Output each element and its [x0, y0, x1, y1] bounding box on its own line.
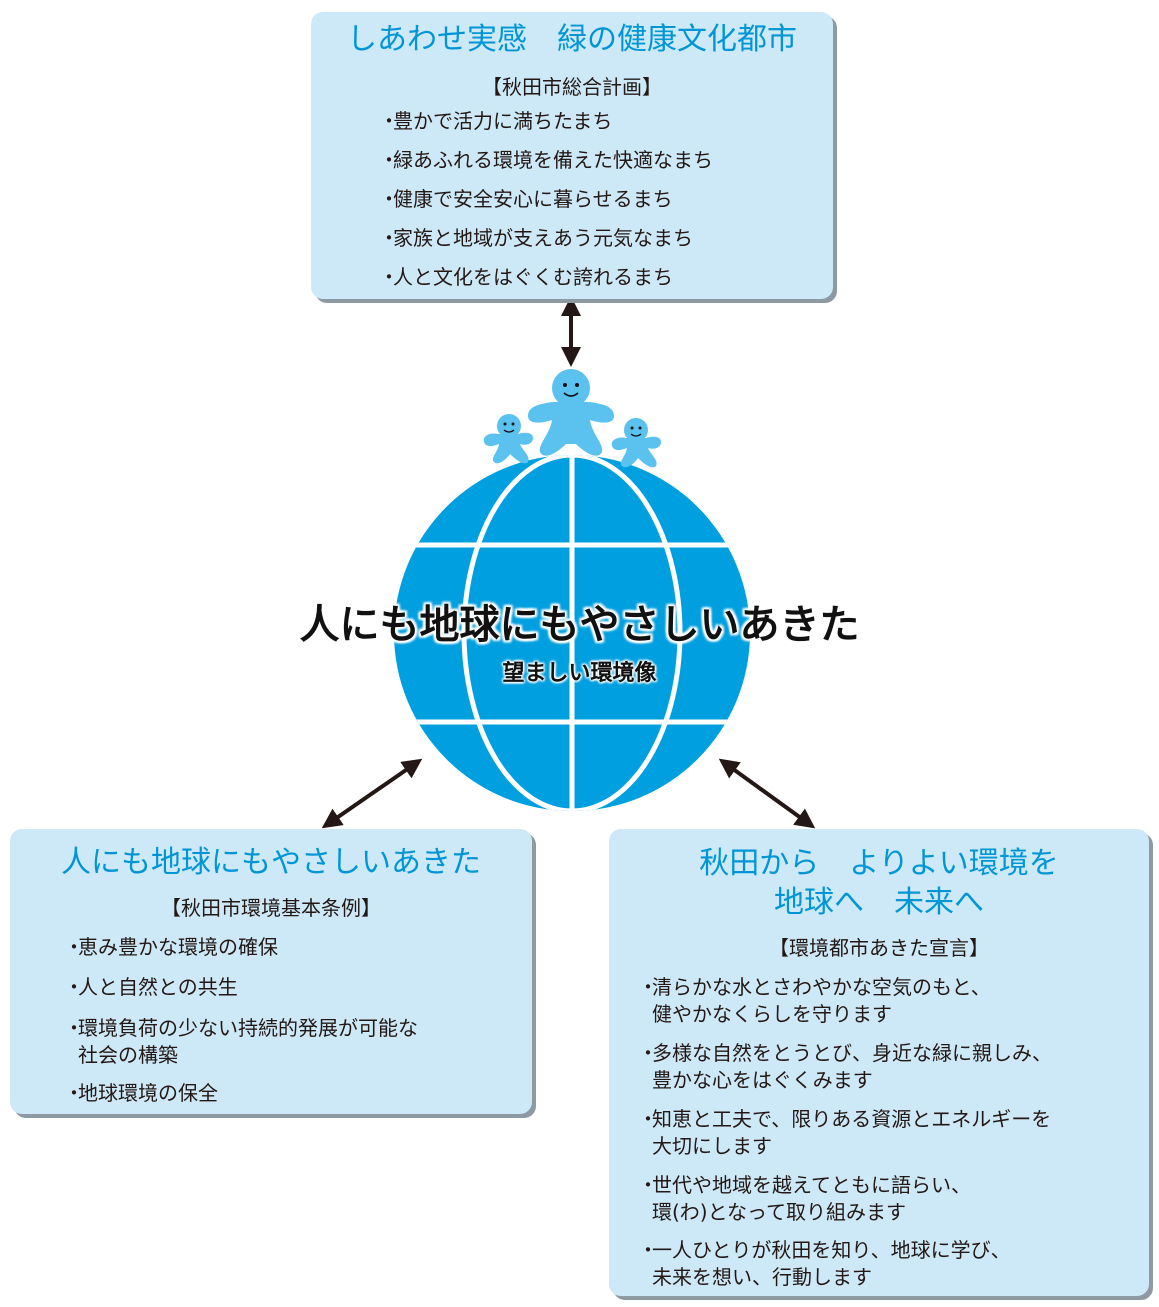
center-subtitle: 望ましい環境像	[502, 661, 657, 686]
bullet: ・	[64, 1016, 84, 1040]
list-item: ・環境負荷の少ない持続的発展が可能な社会の構築	[64, 1016, 418, 1067]
mascot-figures-icon	[483, 369, 661, 468]
list-item: ・豊かで活力に満ちたまち	[379, 109, 613, 133]
bullet: ・	[64, 975, 84, 999]
bullet: ・	[64, 935, 84, 959]
list-item: ・恵み豊かな環境の確保	[64, 935, 278, 959]
arrow-right-icon	[718, 758, 816, 829]
bullet: ・	[64, 1081, 84, 1105]
right-box-subtitle: 【環境都市あきた宣言】	[769, 936, 989, 960]
bullet: ・	[379, 109, 399, 133]
right-box: 秋田から よりよい環境を 地球へ 未来へ 【環境都市あきた宣言】 ・清らかな水と…	[609, 829, 1149, 1296]
bullet: ・	[638, 1041, 658, 1065]
left-box-title: 人にも地球にもやさしいあきた	[61, 845, 481, 880]
list-item: ・多様な自然をとうとび、身近な緑に親しみ、豊かな心をはぐくみます	[638, 1041, 1052, 1092]
list-item: ・清らかな水とさわやかな空気のもと、健やかなくらしを守ります	[638, 975, 991, 1026]
right-box-title-line1: 秋田から よりよい環境を	[699, 846, 1059, 881]
large-figure-icon	[528, 369, 614, 456]
bullet: ・	[379, 265, 399, 289]
small-figure-right-icon	[611, 418, 661, 468]
bullet: ・	[638, 1238, 658, 1262]
bullet: ・	[638, 1107, 658, 1131]
arrow-left-icon	[321, 758, 423, 829]
small-figure-left-icon	[483, 414, 533, 464]
bullet: ・	[638, 1173, 658, 1197]
globe-icon	[394, 455, 750, 811]
left-box: 人にも地球にもやさしいあきた 【秋田市環境基本条例】 ・恵み豊かな環境の確保 ・…	[10, 829, 532, 1114]
list-item: ・人と自然との共生	[64, 975, 238, 999]
list-item: ・緑あふれる環境を備えた快適なまち	[379, 148, 713, 172]
top-box: しあわせ実感 緑の健康文化都市 【秋田市総合計画】 ・豊かで活力に満ちたまち ・…	[311, 12, 833, 299]
list-item: ・一人ひとりが秋田を知り、地球に学び、未来を想い、行動します	[638, 1238, 1011, 1289]
list-item: ・家族と地域が支えあう元気なまち	[379, 226, 693, 250]
top-box-title: しあわせ実感 緑の健康文化都市	[347, 22, 797, 57]
list-item: ・地球環境の保全	[64, 1081, 218, 1105]
list-item: ・知恵と工夫で、限りある資源とエネルギーを大切にします	[638, 1107, 1052, 1158]
bullet: ・	[638, 975, 658, 999]
list-item: ・健康で安全安心に暮らせるまち	[379, 187, 673, 211]
right-box-title-line2: 地球へ 未来へ	[774, 885, 984, 920]
top-box-subtitle: 【秋田市総合計画】	[482, 75, 662, 99]
bullet: ・	[379, 148, 399, 172]
bullet: ・	[379, 226, 399, 250]
bullet: ・	[379, 187, 399, 211]
center-title: 人にも地球にもやさしいあきた	[299, 602, 860, 648]
list-item: ・世代や地域を越えてともに語らい、環(わ)となって取り組みます	[638, 1173, 971, 1224]
left-box-subtitle: 【秋田市環境基本条例】	[161, 896, 381, 920]
list-item: ・人と文化をはぐくむ誇れるまち	[379, 265, 673, 289]
